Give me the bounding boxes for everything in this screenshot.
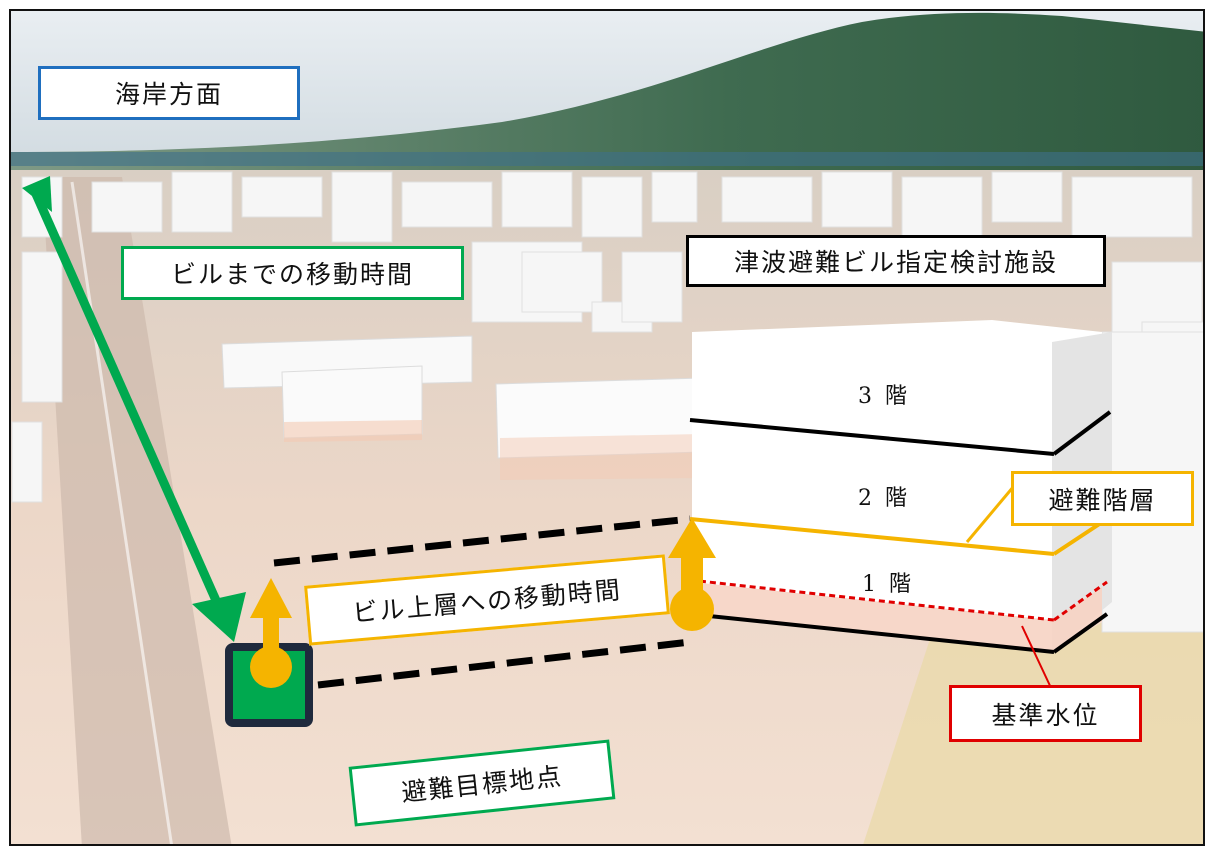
ground-floor-line: [689, 612, 1055, 654]
floor-1-label: 1 階: [862, 572, 914, 597]
reference-water-level-label: 基準水位: [949, 685, 1142, 742]
sea-band: [11, 152, 1203, 166]
travel-to-building-label: ビルまでの移動時間: [121, 246, 464, 300]
evacuation-floor-line: [689, 517, 1055, 556]
floor-line-3-side: [1052, 410, 1112, 456]
floor-3-label: 3 階: [858, 384, 910, 409]
dashed-top-connector: [273, 515, 691, 567]
building-up-arrow-icon: [668, 518, 716, 631]
road: [42, 177, 232, 844]
reference-water-line: [689, 578, 1055, 622]
evacuation-floor-label: 避難階層: [1011, 471, 1194, 526]
ground-floor-line-side: [1052, 612, 1109, 654]
road-line: [70, 181, 173, 844]
water-level-leader: [1021, 625, 1053, 691]
dashed-bottom-connector: [317, 638, 691, 689]
double-arrow-icon: [22, 176, 246, 642]
mountain: [11, 12, 1203, 172]
floor-2-label: 2 階: [858, 486, 910, 511]
up-arrow-icon: [250, 578, 292, 688]
evacuation-floor-leader: [965, 485, 1016, 543]
floor-line-3: [689, 418, 1055, 456]
near-buildings: [221, 335, 703, 480]
candidate-building-label: 津波避難ビル指定検討施設: [686, 235, 1106, 287]
coast-direction-label: 海岸方面: [38, 66, 300, 120]
reference-water-line-side: [1053, 580, 1108, 622]
